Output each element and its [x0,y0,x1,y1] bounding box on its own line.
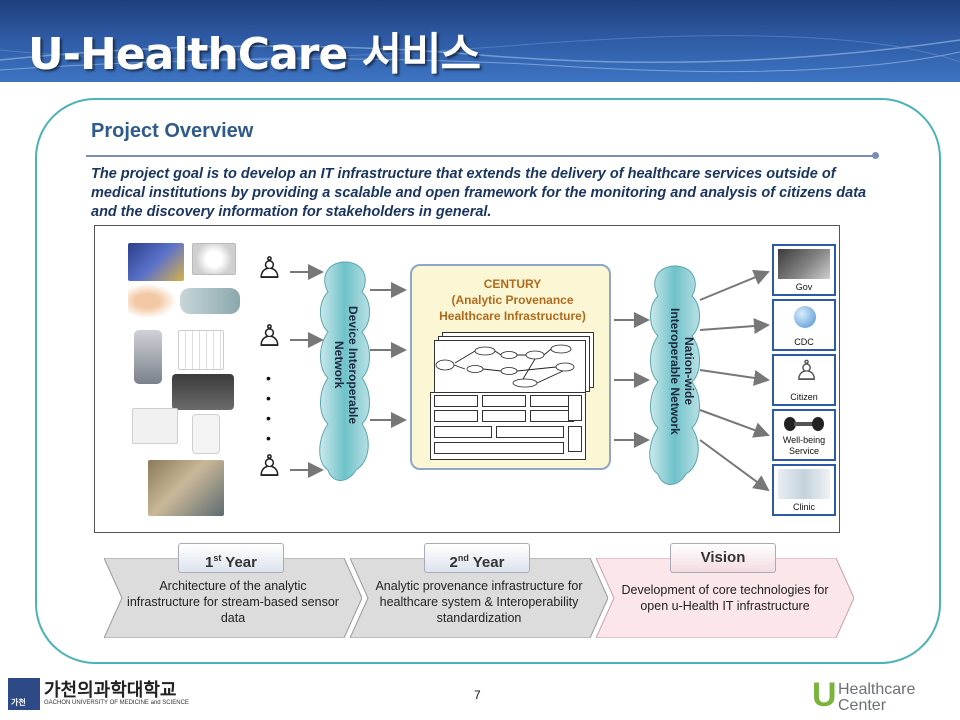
divider-dot [872,152,879,159]
chevron-shape [104,558,362,638]
component-cell [568,426,582,452]
workflow-diagram [434,340,586,394]
nation-network-cloud [649,265,700,485]
page-number: 7 [474,688,481,702]
project-goal-text: The project goal is to develop an IT inf… [91,166,867,220]
human-figure-icon: ♙ [256,252,283,285]
scale-photo-icon [192,243,236,275]
stakeholder-wellbeing: Well-being Service [772,409,836,461]
globe-caduceus-icon [794,306,816,328]
component-cell [434,395,478,407]
dumbbell-icon [784,417,824,431]
doctors-photo-icon [778,469,830,499]
motion-sensor-icon [192,414,220,454]
phase-year1: Architecture of the analytic infrastruct… [104,558,362,638]
tab-year2: 2nd Year [424,543,530,573]
healthcare-center-logo-icon: U [812,676,837,714]
component-cell [568,395,582,421]
phase-description: Analytic provenance infrastructure for h… [375,579,583,625]
stakeholder-label: Clinic [792,502,815,512]
sensor-photo-icon [180,288,240,314]
university-logo-icon: 가천 [8,678,40,710]
component-cell [482,410,526,422]
component-cell [434,410,478,422]
device-network-cloud [319,261,370,481]
section-heading: Project Overview [91,120,254,142]
map-photo-icon [128,243,184,281]
workflow-graph-icon [435,344,575,388]
stakeholder-label: Citizen [790,392,818,402]
century-subtitle-line1: (Analytic Provenance [451,293,574,307]
nation-network-label: Nation-wide Interoperable Network [668,307,696,435]
glove-photo-icon [128,284,176,318]
healthcare-center-line2: Center [838,697,887,714]
university-name-korean: 가천의과학대학교 [44,680,177,701]
component-cell [434,426,492,438]
chevron-shape [596,558,854,638]
blood-pressure-monitor-icon [172,374,234,410]
wall-sensor-icon [132,408,178,444]
human-figure-icon: ♙ [256,450,283,483]
tab-year1: 1st Year [178,543,284,573]
phone-photo-icon [134,330,162,384]
heading-divider [86,155,876,157]
stakeholder-label: Well-being Service [782,435,826,456]
stakeholder-citizen: ♙ Citizen [772,354,836,406]
human-figure-icon: ♙ [256,320,283,353]
century-title: CENTURY [483,277,542,291]
person-figure-icon: ♙ [794,355,820,386]
phase-description: Development of core technologies for ope… [621,583,829,613]
banner-wave-decoration [0,35,960,73]
building-photo-icon [778,249,830,279]
calendar-photo-icon [178,330,224,370]
stakeholder-clinic: Clinic [772,464,836,516]
phase-year2: Analytic provenance infrastructure for h… [350,558,608,638]
slide-title: U-HealthCare 서비스 [28,29,481,80]
title-banner: U-HealthCare 서비스 [0,0,960,82]
stakeholder-cdc: CDC [772,299,836,351]
tab-vision: Vision [670,543,776,573]
elderly-person-photo-icon [148,460,224,516]
university-name-english: GACHON UNIVERSITY OF MEDICINE and SCIENC… [44,700,189,706]
phase-vision: Development of core technologies for ope… [596,558,854,638]
stakeholder-label: Gov [795,282,813,292]
ellipsis-dots: •••• [266,370,271,446]
component-cell [482,395,526,407]
component-cell [496,426,564,438]
device-network-label: Device Interoperable Network [332,305,360,425]
stakeholder-label: CDC [794,337,814,347]
century-subtitle-line2: Healthcare Infrastructure) [439,309,586,323]
component-cell [434,442,564,454]
phase-description: Architecture of the analytic infrastruct… [127,579,339,625]
chevron-shape [350,558,608,638]
healthcare-center-line1: Healthcare [838,681,916,698]
stakeholder-gov: Gov [772,244,836,296]
